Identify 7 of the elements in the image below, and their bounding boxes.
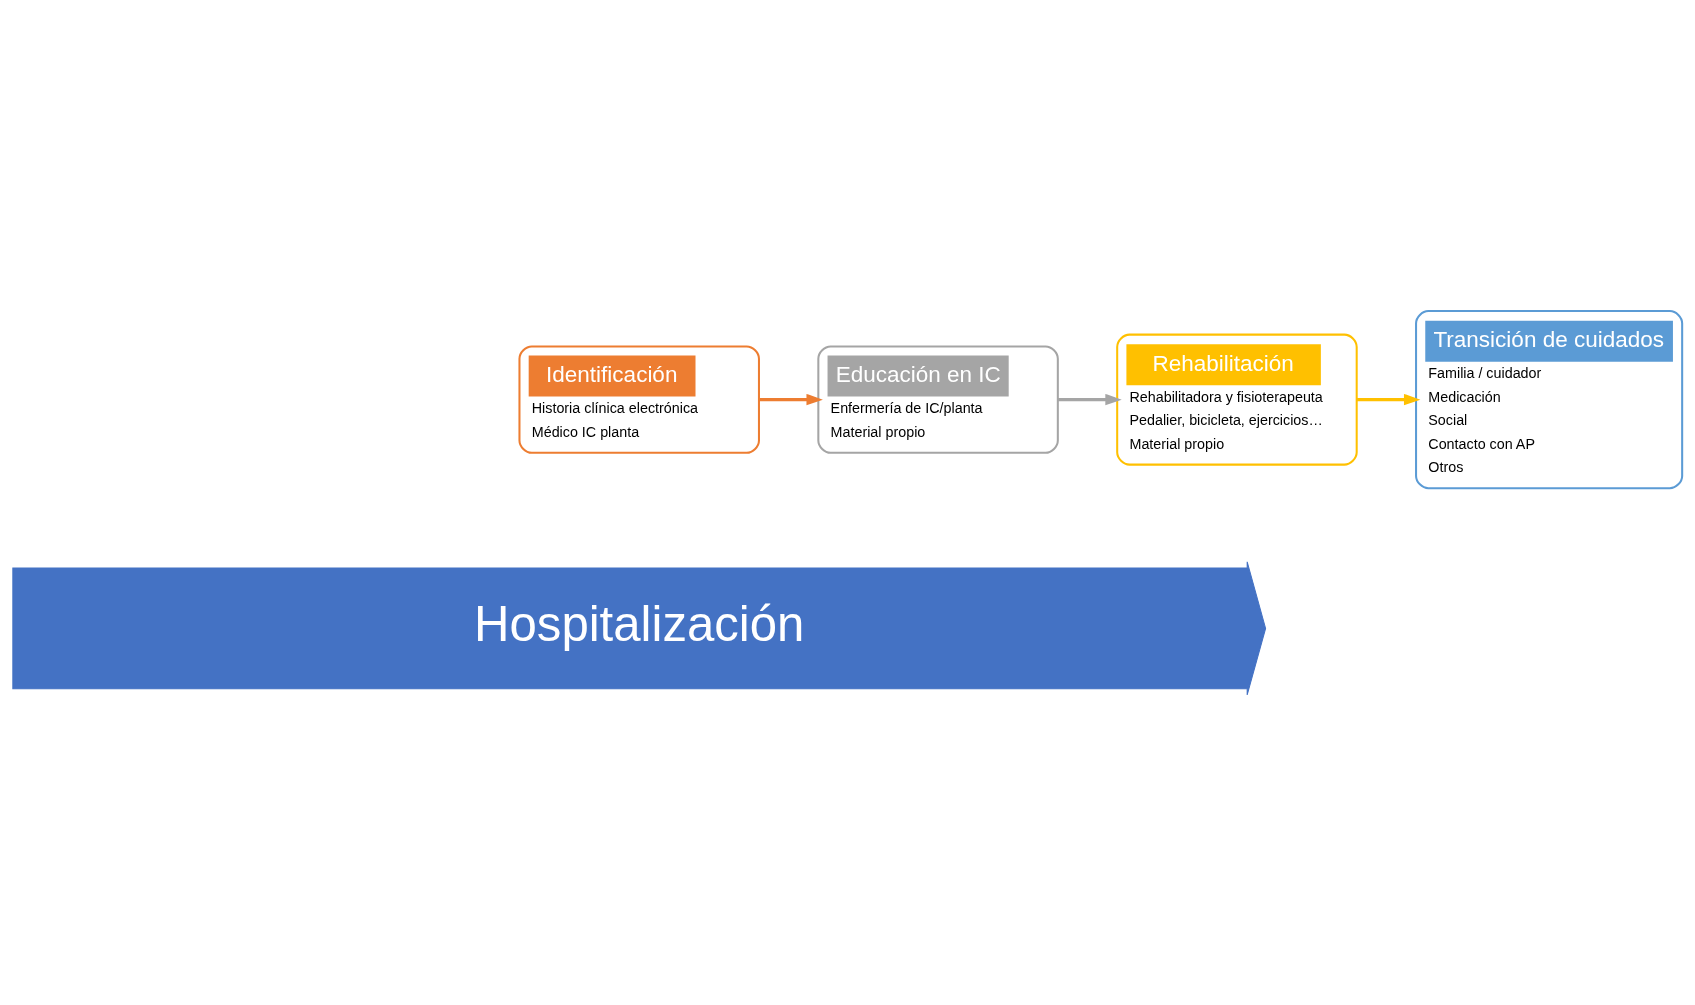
arrow (1058, 393, 1122, 405)
node-box: Educación en IC Enfermería de IC/planta Material propio (817, 344, 1059, 454)
arrow (759, 393, 823, 405)
node-box: Transición de cuidados Familia / cuidador Medicación Social Contacto con AP Otros (1415, 309, 1684, 489)
node-box: Rehabilitación Rehabilitadora y fisioterapeuta Pedalier, bicicleta, ejercicios… Material propio (1116, 333, 1358, 466)
arrow (1356, 393, 1421, 405)
node-box: Identificación Historia clínica electrónica Médico IC planta (518, 344, 760, 454)
